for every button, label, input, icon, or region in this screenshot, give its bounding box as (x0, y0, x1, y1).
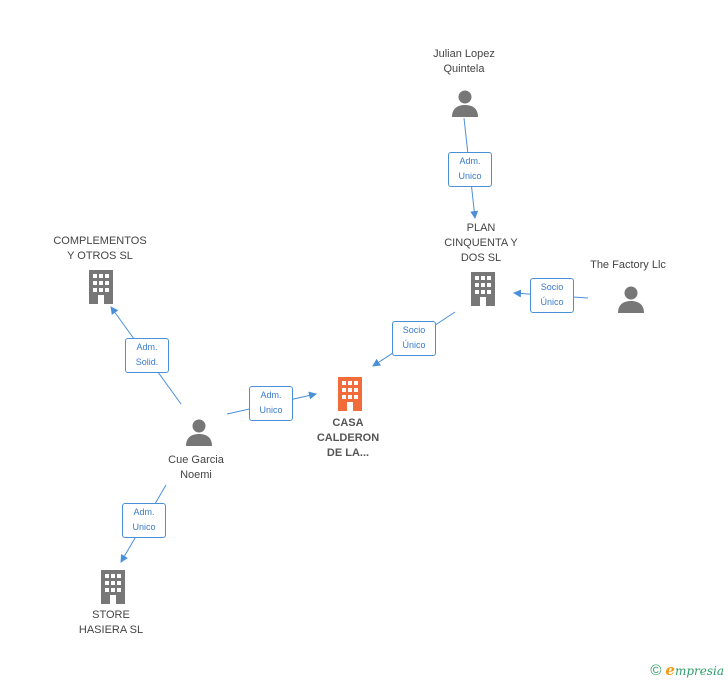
edge-label-cue-complementos[interactable]: Adm. Solid. (125, 338, 169, 373)
edge-label-cue-store[interactable]: Adm. Unico (122, 503, 166, 538)
node-label-plan[interactable]: PLAN CINQUENTA Y DOS SL (444, 222, 518, 264)
node-label-complementos[interactable]: COMPLEMENTOS Y OTROS SL (53, 235, 147, 262)
edge-label-factory-plan[interactable]: Socio Único (530, 278, 574, 313)
person-icon[interactable] (184, 417, 214, 447)
copyright-icon: © (650, 662, 662, 679)
brand-footer: ©empresia (650, 661, 724, 679)
building-icon[interactable] (468, 272, 498, 306)
node-label-casa[interactable]: CASA CALDERON DE LA... (316, 417, 380, 459)
edge-label-plan-casa[interactable]: Socio Único (392, 321, 436, 356)
person-icon[interactable] (616, 284, 646, 314)
edge-label-julian-plan[interactable]: Adm. Unico (448, 152, 492, 187)
edge-label-cue-casa[interactable]: Adm. Unico (249, 386, 293, 421)
brand-logo: empresia (665, 661, 724, 679)
node-label-julian[interactable]: Julian Lopez Quintela (433, 48, 495, 75)
edges-layer (110, 117, 589, 563)
building-icon-main[interactable] (335, 377, 365, 411)
node-label-store[interactable]: STORE HASIERA SL (78, 609, 144, 636)
person-icon[interactable] (450, 88, 480, 118)
node-label-cue[interactable]: Cue Garcia Noemi (168, 454, 224, 481)
node-label-factory[interactable]: The Factory Llc (590, 259, 666, 271)
building-icon[interactable] (86, 270, 116, 304)
building-icon[interactable] (98, 570, 128, 604)
